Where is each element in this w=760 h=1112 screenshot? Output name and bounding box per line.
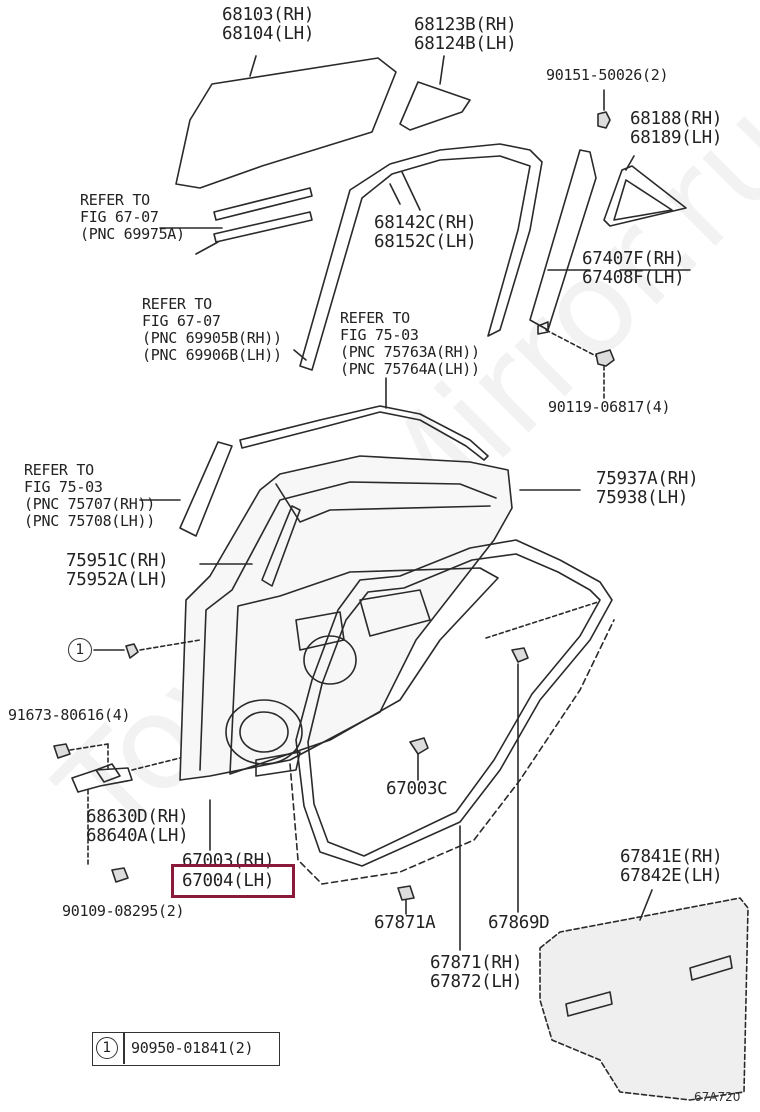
legend-divider [123, 1033, 125, 1064]
label-67004[interactable]: 67004(LH) [182, 871, 275, 891]
label-68123b: 68123B(RH)68124B(LH) [414, 15, 517, 54]
label-68142c: 68142C(RH)68152C(LH) [374, 213, 477, 252]
pillar-moulding [261, 505, 301, 587]
door-inner [229, 567, 499, 775]
label-67003c: 67003C [386, 779, 448, 799]
label-75951c: 75951C(RH)75952A(LH) [66, 551, 169, 590]
label-90151: 90151-50026(2) [546, 66, 669, 84]
label-67871: 67871(RH)67872(LH) [430, 953, 523, 992]
door-weatherstrip [295, 539, 613, 867]
door-glass [175, 57, 397, 189]
pillar-garnish [179, 441, 233, 537]
diagram-id: 67A720 [694, 1090, 741, 1104]
belt-moulding-inner [213, 211, 313, 243]
door-trim-panel [539, 897, 749, 1101]
legend-part-number: 90950-01841(2) [131, 1039, 254, 1057]
label-67869d: 67869D [488, 913, 550, 933]
belt-moulding-outer [213, 187, 313, 221]
legend-box: 1 90950-01841(2) [92, 1032, 280, 1066]
glass-run-channel [299, 143, 543, 371]
label-90119: 90119-06817(4) [548, 398, 671, 416]
legend-symbol: 1 [96, 1037, 118, 1059]
callout-1: 1 [68, 638, 92, 662]
belt-weatherstrip [239, 405, 489, 461]
label-90109: 90109-08295(2) [62, 902, 185, 920]
label-91673: 91673-80616(4) [8, 706, 131, 724]
quarter-window-68188 [603, 165, 687, 227]
label-67871a: 67871A [374, 913, 436, 933]
label-67407f: 67407F(RH)67408F(LH) [582, 249, 685, 288]
label-68630d: 68630D(RH)68640A(LH) [86, 807, 189, 846]
label-75937a: 75937A(RH)75938(LH) [596, 469, 699, 508]
clip-90151 [597, 111, 611, 129]
label-68188: 68188(RH)68189(LH) [630, 109, 723, 148]
quarter-glass [399, 81, 471, 131]
label-68103: 68103(RH)68104(LH) [222, 5, 315, 44]
speaker-hole [225, 699, 303, 765]
division-bar [529, 149, 597, 331]
highlight-box [171, 864, 295, 898]
label-67841e: 67841E(RH)67842E(LH) [620, 847, 723, 886]
